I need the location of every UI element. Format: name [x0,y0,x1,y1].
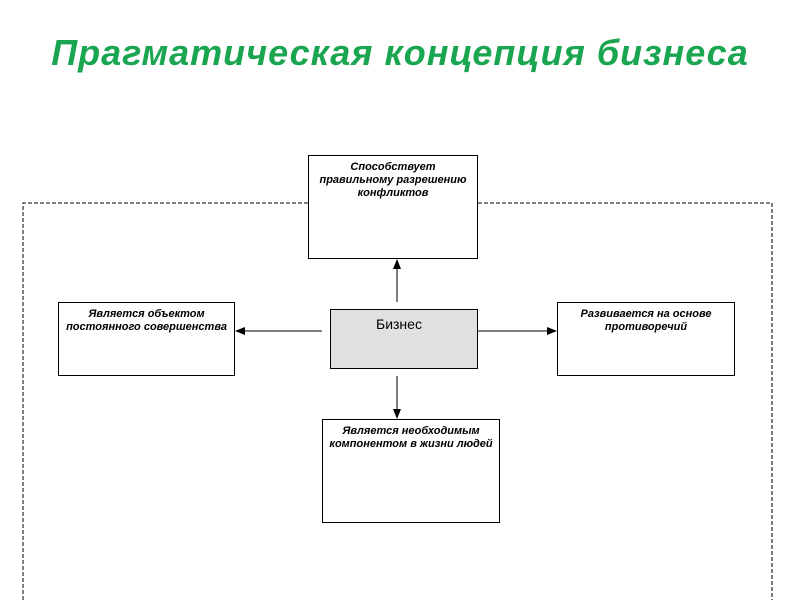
node-bottom-label: Является необходимым компонентом в жизни… [329,425,493,450]
dashed-frame [22,202,773,600]
node-top-label: Способствует правильному разрешению конф… [319,161,467,199]
node-center: Бизнес [330,309,478,369]
node-left: Является объектом постоянного совершенст… [58,302,235,376]
node-top: Способствует правильному разрешению конф… [308,155,478,259]
node-center-label: Бизнес [376,316,422,332]
node-left-label: Является объектом постоянного совершенст… [66,308,227,333]
slide-title: Прагматическая концепция бизнеса [51,32,749,73]
node-right: Развивается на основе противоречий [557,302,735,376]
node-right-label: Развивается на основе противоречий [580,308,712,333]
node-bottom: Является необходимым компонентом в жизни… [322,419,500,523]
